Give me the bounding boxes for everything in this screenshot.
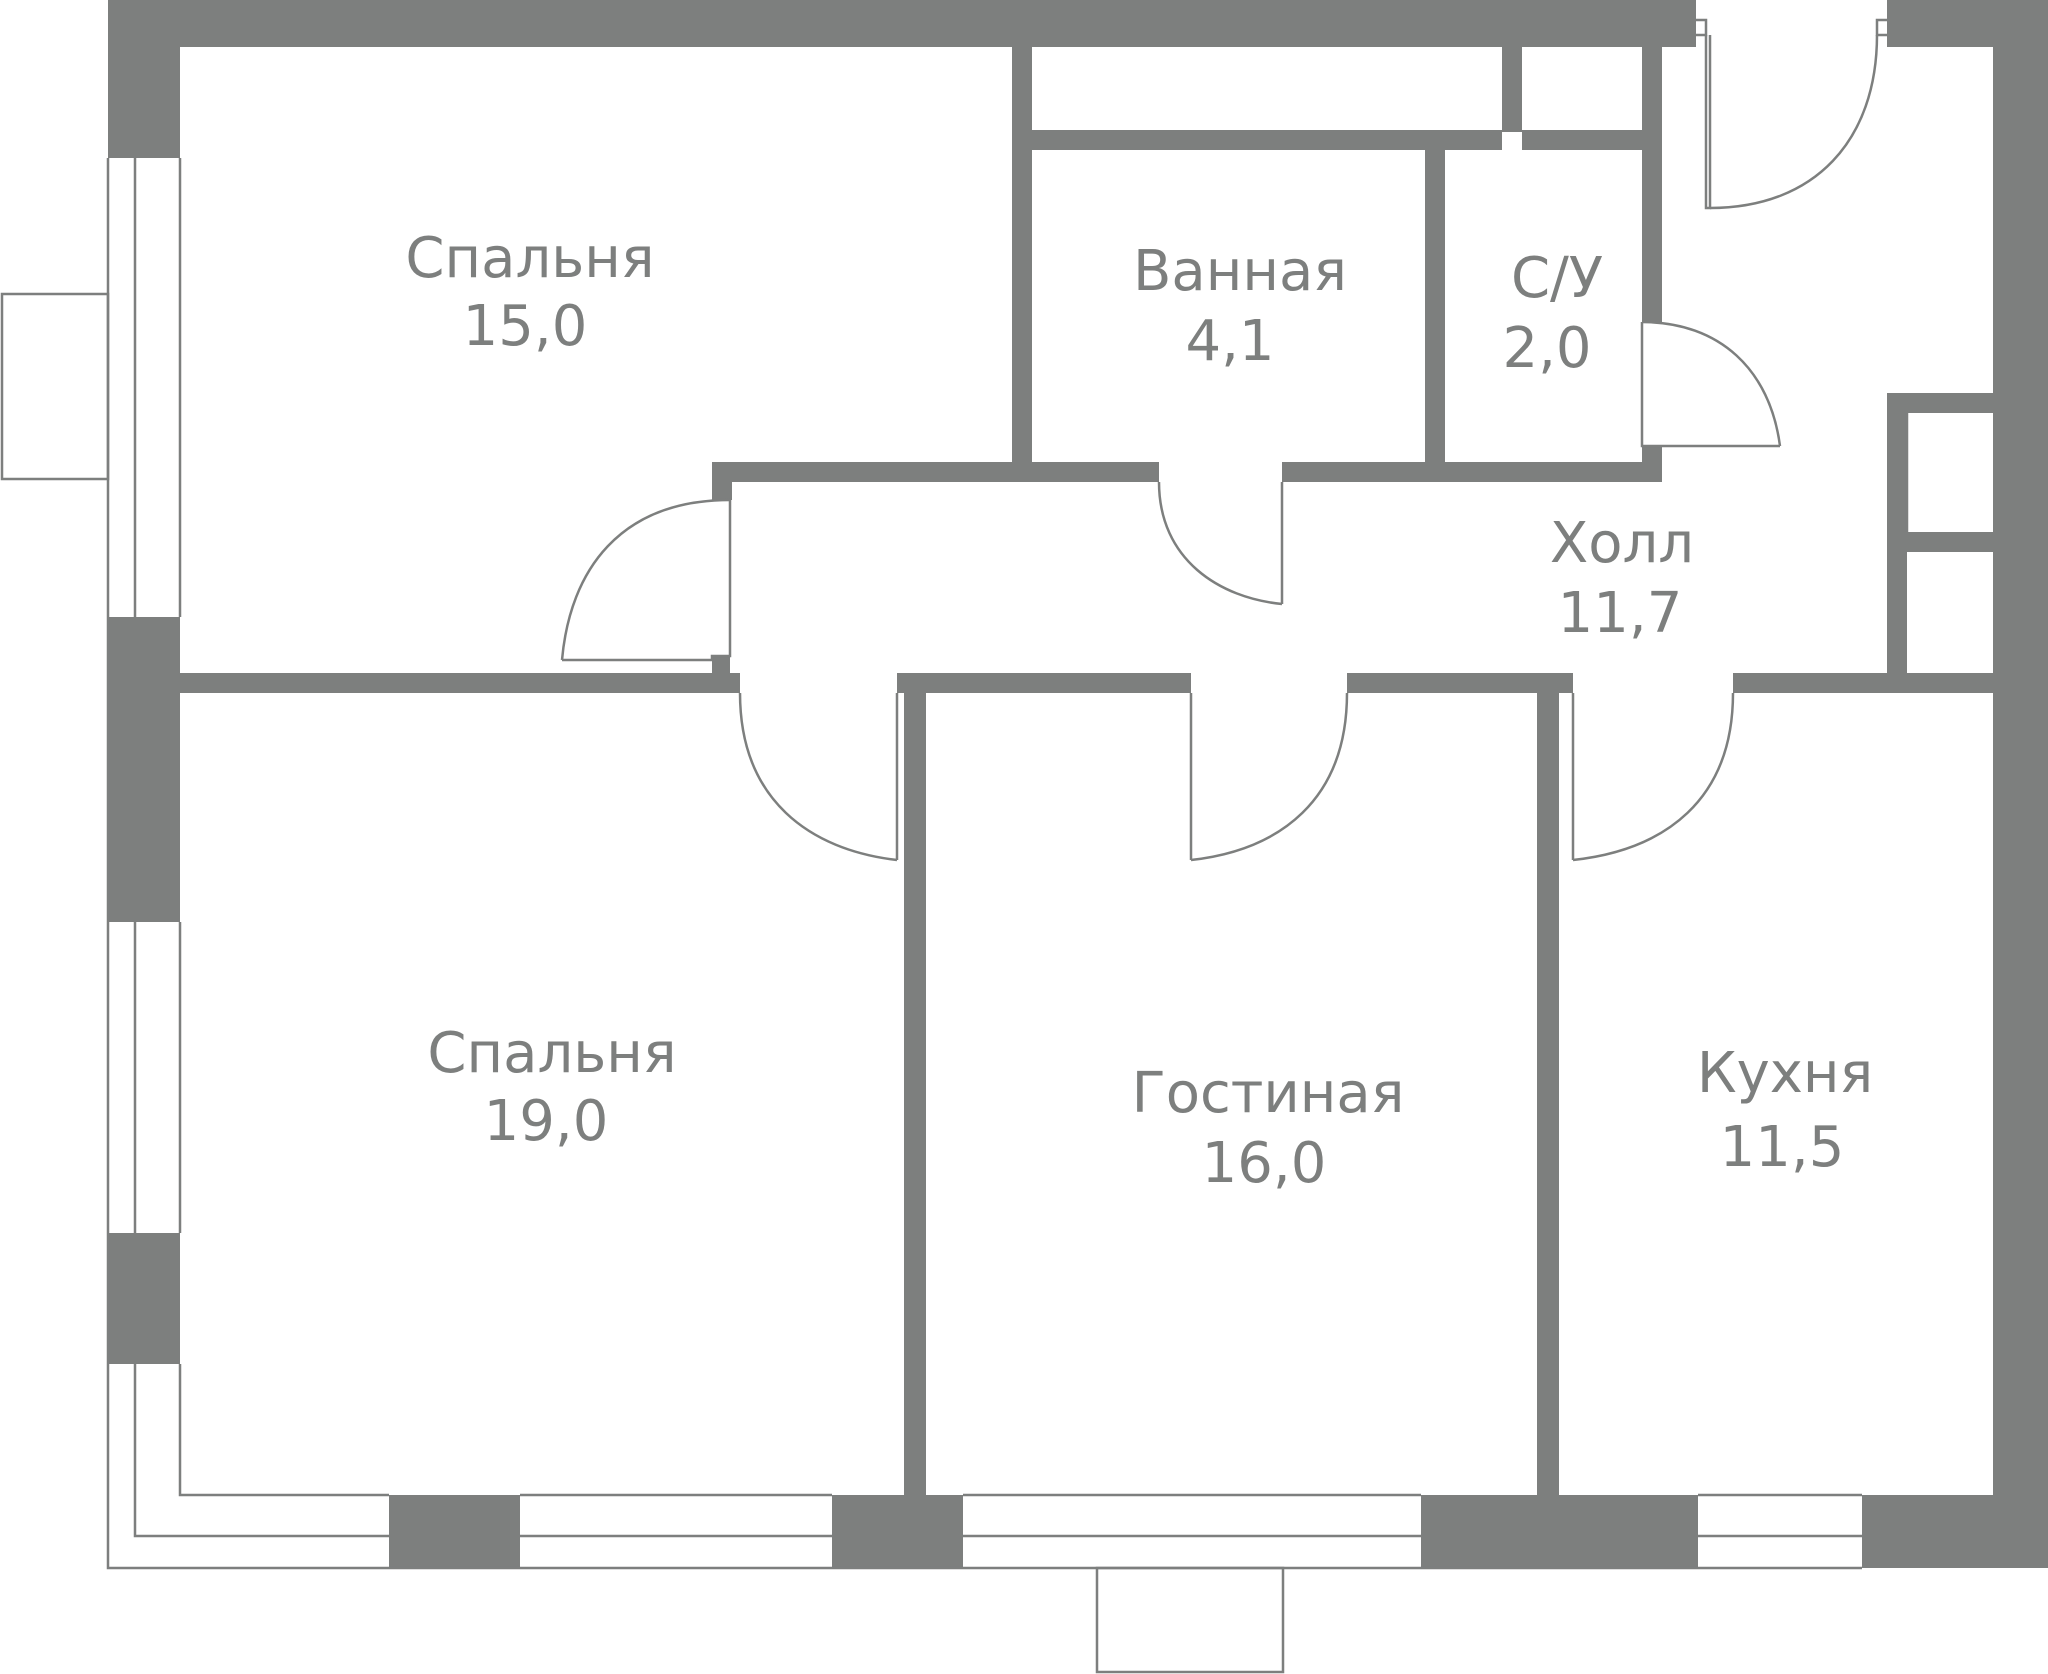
bedroom-bottom-door bbox=[738, 692, 899, 862]
kitchen-area: 11,5 bbox=[1720, 1115, 1845, 1180]
wc-name: С/У bbox=[1511, 246, 1603, 311]
living-name: Гостиная bbox=[1132, 1061, 1405, 1126]
bedroom-top-name: Спальня bbox=[405, 226, 654, 291]
entrance-door bbox=[1696, 18, 1887, 210]
kitchen-door bbox=[1571, 692, 1735, 862]
bedroom-top-door bbox=[560, 498, 732, 662]
room-labels: Спальня 15,0 Ванная 4,1 С/У 2,0 Холл 11,… bbox=[405, 226, 1873, 1196]
hall-area: 11,7 bbox=[1558, 581, 1683, 646]
interior-walls bbox=[180, 47, 1993, 1495]
doors bbox=[560, 18, 1887, 862]
bedroom-top-area: 15,0 bbox=[463, 294, 588, 359]
wc-door bbox=[1640, 320, 1782, 448]
living-door bbox=[1189, 692, 1349, 862]
bathroom-name: Ванная bbox=[1133, 239, 1347, 304]
bathroom-area: 4,1 bbox=[1185, 309, 1274, 374]
hall-name: Холл bbox=[1550, 511, 1694, 576]
living-area: 16,0 bbox=[1202, 1131, 1327, 1196]
wc-area: 2,0 bbox=[1502, 316, 1591, 381]
window-frames bbox=[0, 158, 1909, 1674]
bedroom-bottom-area: 19,0 bbox=[484, 1089, 609, 1154]
bathroom-door bbox=[1157, 481, 1284, 606]
bedroom-bottom-name: Спальня bbox=[427, 1021, 676, 1086]
exterior-walls bbox=[108, 0, 2048, 1568]
kitchen-name: Кухня bbox=[1697, 1041, 1873, 1106]
